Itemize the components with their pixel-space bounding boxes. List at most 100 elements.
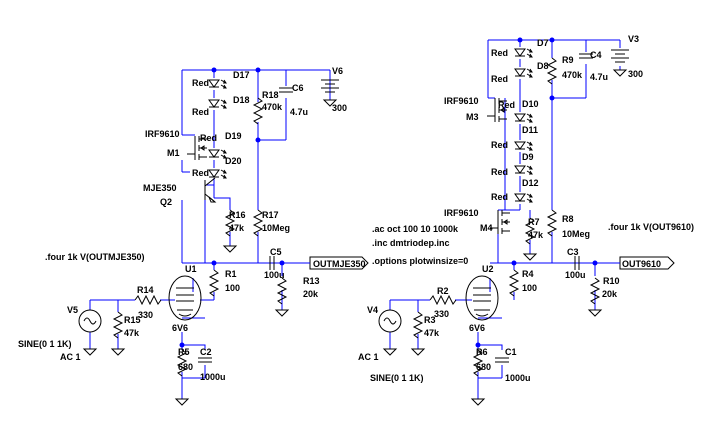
resistor-value: 470k [262, 102, 283, 112]
mosfet-m4 [489, 209, 511, 235]
resistor-ref: R8 [562, 214, 574, 224]
ac-spec: AC 1 [60, 352, 81, 362]
source-ref: V5 [67, 305, 78, 315]
mosfet-model: IRF9610 [444, 96, 479, 106]
resistor-ref: R13 [303, 276, 320, 286]
ground-icon [471, 394, 485, 406]
led-d8 [514, 68, 533, 78]
directive-inc: .inc dmtriodep.inc [372, 238, 450, 248]
battery-v3 [610, 49, 630, 63]
led-d18 [208, 99, 227, 109]
resistor-value: 47k [424, 328, 440, 338]
output-label-left: OUTMJE350 [313, 259, 366, 269]
capacitor-value: 1000u [505, 373, 531, 383]
resistor-r2 [429, 295, 457, 305]
resistor-value: 680 [178, 362, 193, 372]
capacitor-c1 [494, 357, 510, 363]
resistor-ref: R14 [137, 285, 154, 295]
capacitor-value: 4.7u [290, 107, 308, 117]
ground-icon [275, 305, 289, 317]
led-d19 [208, 149, 227, 159]
led-label: Red [192, 107, 209, 117]
capacitor-value: 100u [264, 270, 285, 280]
resistor-value: 47k [124, 328, 140, 338]
source-ref: V3 [628, 34, 639, 44]
led-ref: D12 [522, 178, 539, 188]
capacitor-ref: C5 [270, 247, 282, 257]
resistor-value: 20k [602, 289, 618, 299]
resistor-ref: R3 [424, 315, 436, 325]
resistor-value: 100 [225, 283, 240, 293]
led-ref: D10 [522, 99, 539, 109]
source-value: 300 [332, 103, 347, 113]
led-label: Red [491, 48, 508, 58]
resistor-value: 330 [138, 310, 153, 320]
source-ref: V4 [367, 305, 378, 315]
led-label: Red [491, 140, 508, 150]
led-label: Red [498, 100, 515, 110]
led-d7 [514, 48, 533, 58]
led-label: Red [192, 168, 209, 178]
led-label: Red [491, 167, 508, 177]
led-d9 [514, 165, 533, 175]
ground-icon [223, 241, 237, 253]
tube-ref: U2 [482, 264, 494, 274]
capacitor-value: 100u [565, 270, 586, 280]
capacitor-ref: C6 [292, 83, 304, 93]
resistor-ref: R10 [603, 276, 620, 286]
led-ref: D20 [225, 156, 242, 166]
resistor-value: 47k [229, 223, 245, 233]
capacitor-c6 [278, 87, 294, 93]
led-d12 [514, 193, 533, 203]
capacitor-ref: C2 [200, 347, 212, 357]
source-ref: V6 [332, 66, 343, 76]
resistor-value: 330 [434, 309, 449, 319]
led-ref: D7 [537, 38, 549, 48]
tube-ref: U1 [185, 264, 197, 274]
sine-spec: SINE(0 1 1K) [18, 339, 72, 349]
directive-options: .options plotwinsize=0 [372, 256, 468, 266]
resistor-value: 10Meg [262, 223, 290, 233]
right-circuit: OUT9610 Red D7 Red D8 Red D10 Red D11 Re… [358, 34, 694, 406]
tube-u1 [168, 275, 202, 321]
capacitor-ref: C3 [567, 247, 579, 257]
capacitor-value: 4.7u [590, 72, 608, 82]
resistor-ref: R1 [225, 269, 237, 279]
resistor-ref: R17 [262, 210, 279, 220]
mosfet-ref: M4 [480, 223, 493, 233]
ground-icon [411, 344, 425, 356]
led-label: Red [192, 78, 209, 88]
sine-spec: SINE(0 1 1K) [370, 373, 424, 383]
mosfet-ref: M1 [167, 148, 180, 158]
tube-model: 6V6 [172, 323, 188, 333]
ground-icon [383, 344, 397, 356]
led-label: Red [491, 192, 508, 202]
led-ref: D18 [233, 95, 250, 105]
led-d17 [208, 79, 227, 89]
led-ref: D17 [233, 70, 250, 80]
directive-four-right: .four 1k V(OUT9610) [608, 222, 694, 232]
left-circuit: OUTMJE350 Red D17 Red D18 Red D19 Red D2… [18, 66, 369, 406]
resistor-value: 10Meg [562, 229, 590, 239]
resistor-ref: R2 [437, 286, 449, 296]
resistor-ref: R9 [562, 55, 574, 65]
output-label-right: OUT9610 [622, 259, 661, 269]
resistor-ref: R16 [229, 210, 246, 220]
led-d10 [514, 113, 533, 123]
ac-spec: AC 1 [358, 352, 379, 362]
led-label: Red [491, 74, 508, 84]
source-value: 300 [628, 69, 643, 79]
mosfet-model: IRF9610 [145, 129, 180, 139]
resistor-ref: R5 [178, 347, 190, 357]
directive-four-left: .four 1k V(OUTMJE350) [45, 252, 145, 262]
led-ref: D19 [225, 131, 242, 141]
resistor-value: 20k [303, 289, 319, 299]
resistor-ref: R18 [262, 90, 279, 100]
ground-icon [523, 249, 537, 261]
tube-model: 6V6 [469, 323, 485, 333]
ground-icon [83, 344, 97, 356]
resistor-r14 [134, 295, 162, 305]
capacitor-value: 1000u [200, 372, 226, 382]
bjt-ref: Q2 [160, 197, 172, 207]
resistor-ref: R4 [522, 269, 534, 279]
